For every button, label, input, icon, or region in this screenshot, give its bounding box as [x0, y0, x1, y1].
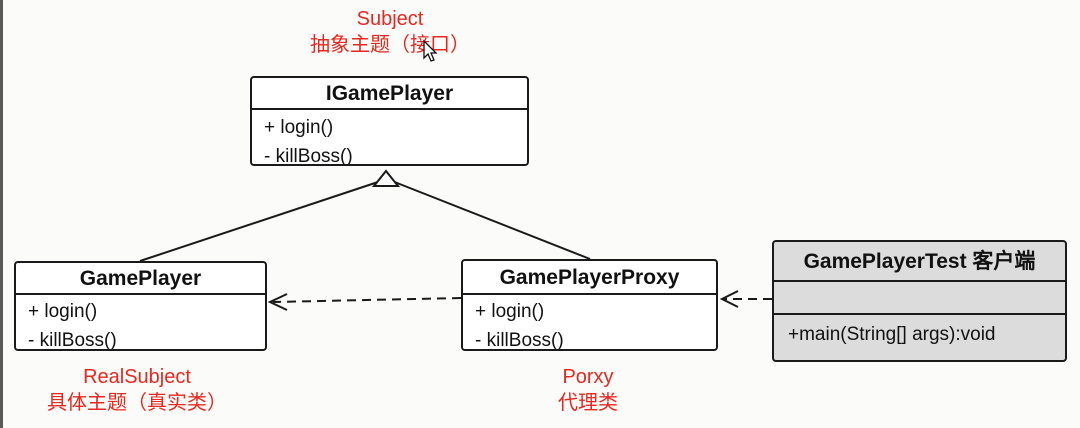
realization-arrowhead: [371, 169, 401, 187]
class-gameplayerproxy[interactable]: GamePlayerProxy + login() - killBoss(): [461, 259, 718, 351]
realsubject-annotation: RealSubject 具体主题（真实类）: [12, 364, 262, 416]
class-operations: + login() - killBoss(): [16, 295, 265, 351]
class-name: GamePlayerProxy: [463, 261, 716, 295]
proxy-label-cn: 代理类: [558, 392, 618, 414]
class-igameplayer[interactable]: IGamePlayer + login() - killBoss(): [250, 76, 529, 166]
class-gameplayertest[interactable]: GamePlayerTest 客户端 +main(String[] args):…: [772, 240, 1067, 362]
operation-killboss: - killBoss(): [264, 146, 353, 166]
operation-login: + login(): [28, 301, 98, 322]
mouse-cursor-icon: [423, 40, 438, 62]
operation-main: +main(String[] args):void: [788, 324, 996, 345]
operation-killboss: - killBoss(): [475, 330, 564, 351]
operation-login: + login(): [264, 117, 334, 138]
subject-label-en: Subject: [356, 8, 424, 30]
realsubject-label-en: RealSubject: [83, 366, 191, 388]
proxy-label-en: Porxy: [562, 366, 614, 388]
class-attributes: [774, 282, 1065, 315]
class-name: IGamePlayer: [252, 78, 527, 110]
subject-label-cn: 抽象主题（接口）: [310, 34, 470, 56]
window-edge: [0, 0, 3, 428]
proxy-annotation: Porxy 代理类: [508, 364, 668, 416]
subject-annotation: Subject 抽象主题（接口）: [270, 6, 510, 58]
dependency-client-proxy-arrowhead: [719, 290, 739, 308]
class-operations: + login() - killBoss(): [252, 110, 527, 166]
class-operations: +main(String[] args):void: [774, 315, 1065, 355]
realsubject-label-cn: 具体主题（真实类）: [47, 392, 227, 414]
dependency-proxy-real-line: [272, 297, 462, 303]
realization-proxy-line: [391, 180, 591, 260]
class-name: GamePlayer: [16, 263, 265, 295]
operation-killboss: - killBoss(): [28, 330, 117, 351]
class-gameplayer[interactable]: GamePlayer + login() - killBoss(): [14, 261, 267, 351]
dependency-proxy-real-arrowhead: [267, 293, 288, 311]
realization-gameplayer-line: [139, 180, 382, 262]
class-name: GamePlayerTest 客户端: [774, 242, 1065, 282]
class-operations: + login() - killBoss(): [463, 295, 716, 351]
operation-login: + login(): [475, 301, 545, 322]
